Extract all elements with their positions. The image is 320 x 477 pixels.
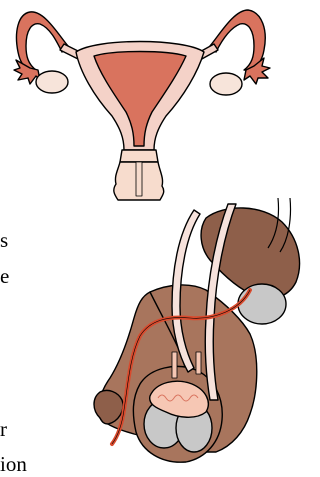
left-ovary xyxy=(36,71,68,93)
female-reproductive-diagram xyxy=(14,10,270,200)
male-reproductive-diagram xyxy=(94,198,300,462)
ejaculatory-duct-left xyxy=(172,352,177,378)
ejaculatory-duct-right xyxy=(196,352,201,374)
seminal-vesicle xyxy=(238,284,286,324)
left-fallopian-tube xyxy=(17,12,69,70)
right-fallopian-tube xyxy=(210,10,265,70)
vaginal-canal xyxy=(136,162,142,196)
right-ovary xyxy=(210,73,242,95)
cervix xyxy=(120,150,158,162)
